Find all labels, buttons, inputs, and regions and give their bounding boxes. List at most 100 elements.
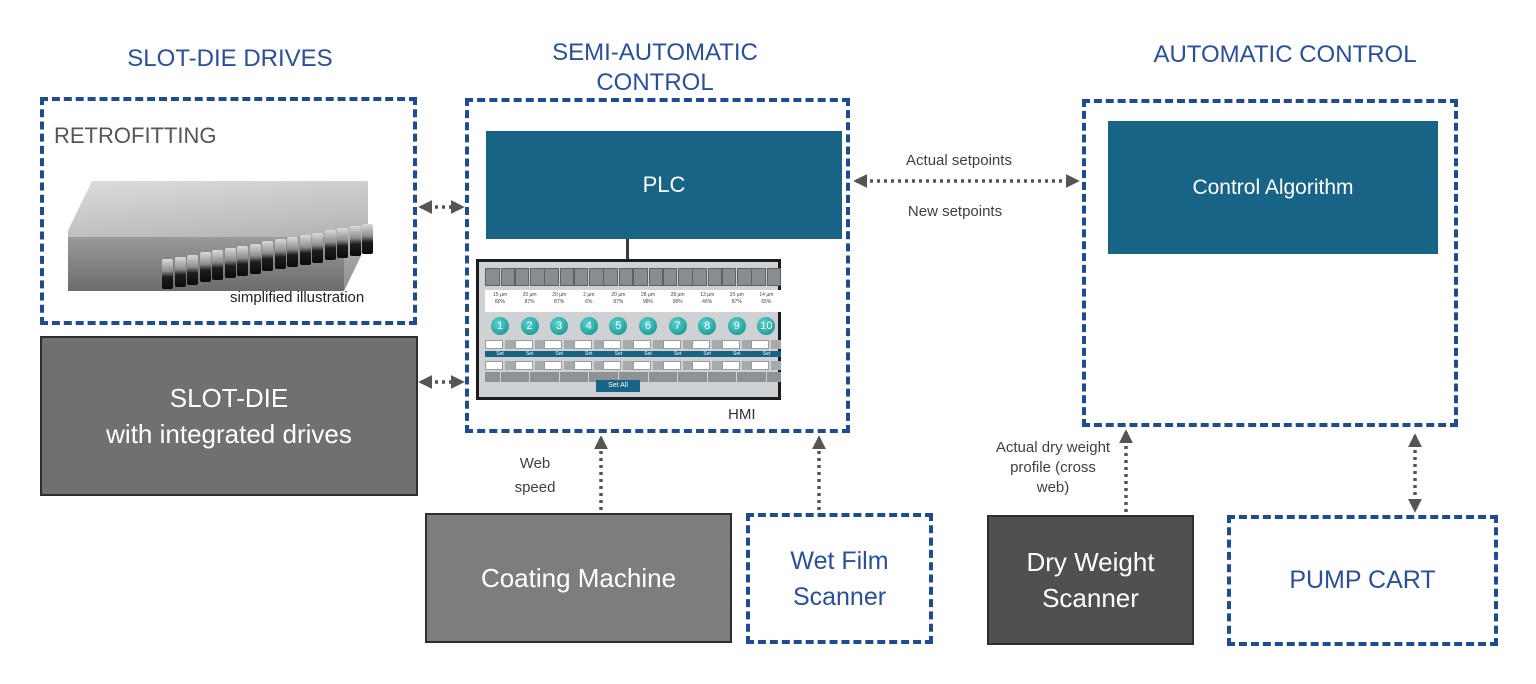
set-all-button[interactable]: Set All bbox=[596, 380, 640, 392]
hmi-channel-input[interactable] bbox=[603, 340, 634, 349]
hmi-percent: 87% bbox=[613, 299, 624, 305]
drive-motor bbox=[362, 223, 373, 254]
hmi-channel-input-2[interactable] bbox=[514, 361, 545, 370]
drive-motor bbox=[237, 245, 248, 276]
hmi-channel-input-2[interactable] bbox=[544, 361, 575, 370]
drive-motor bbox=[174, 256, 186, 287]
drive-motor bbox=[299, 234, 311, 265]
hmi-set-button[interactable]: Set bbox=[485, 351, 515, 357]
section-title-line: CONTROL bbox=[596, 69, 714, 96]
hmi-channel-header bbox=[633, 268, 663, 286]
hmi-set-button[interactable]: Set bbox=[633, 351, 663, 357]
hmi-channel-header bbox=[485, 268, 515, 286]
slot-die-line: SLOT-DIE bbox=[169, 383, 289, 413]
hmi-channel-input[interactable] bbox=[544, 340, 575, 349]
slot-die-illustration bbox=[44, 141, 414, 321]
hmi-channel-input-2[interactable] bbox=[573, 361, 604, 370]
hmi-channel-input-2[interactable] bbox=[662, 361, 693, 370]
hmi-channel-input[interactable] bbox=[485, 340, 515, 349]
hmi-channel-number[interactable]: 4 bbox=[579, 317, 598, 335]
control-algorithm-label: Control Algorithm bbox=[1192, 175, 1354, 199]
hmi-channel-header bbox=[603, 268, 634, 286]
hmi-channel-input[interactable] bbox=[514, 340, 545, 349]
hmi-channel-number[interactable]: 10 bbox=[757, 317, 776, 335]
hmi-channel-number[interactable]: 8 bbox=[698, 317, 717, 335]
slot-die-box: SLOT-DIE with integrated drives bbox=[40, 336, 418, 496]
hmi-channel-number[interactable]: 3 bbox=[550, 317, 569, 335]
drive-motor bbox=[324, 230, 336, 261]
hmi-channel-input-2[interactable] bbox=[633, 361, 663, 370]
hmi-thickness: 28 µm bbox=[641, 292, 655, 298]
hmi-set-button[interactable]: Set bbox=[573, 351, 604, 357]
dry-weight-profile-label: Actual dry weight profile (cross web) bbox=[978, 438, 1128, 498]
hmi-channel-input-2[interactable] bbox=[692, 361, 723, 370]
label-line: Web bbox=[519, 455, 551, 472]
hmi-channel-number[interactable]: 2 bbox=[520, 317, 539, 335]
hmi-thickness: 13 µm bbox=[700, 292, 715, 298]
hmi-channel-number[interactable]: 9 bbox=[727, 317, 746, 335]
wet-film-scanner-line: Wet Film bbox=[790, 546, 889, 575]
hmi-percent: 80% bbox=[494, 299, 505, 305]
semi-automatic-control-box bbox=[465, 98, 850, 433]
hmi-channel-footer bbox=[603, 372, 634, 382]
hmi-set-button[interactable]: Set bbox=[721, 351, 752, 357]
dry-weight-scanner-line: Dry Weight bbox=[1026, 547, 1155, 577]
hmi-channel-header bbox=[751, 268, 782, 286]
web-speed-label: Web speed bbox=[505, 454, 565, 498]
hmi-channel-footer bbox=[662, 372, 693, 382]
hmi-set-button[interactable]: Set bbox=[751, 351, 782, 357]
hmi-channel-number[interactable]: 5 bbox=[609, 317, 628, 335]
hmi-channel-footer bbox=[514, 372, 545, 382]
hmi-channel-input[interactable] bbox=[751, 340, 782, 349]
section-title-semi-automatic-control: SEMI-AUTOMATIC CONTROL bbox=[520, 38, 790, 98]
hmi-set-button[interactable]: Set bbox=[603, 351, 634, 357]
hmi-channel-input[interactable] bbox=[721, 340, 752, 349]
hmi-percent: 98% bbox=[642, 299, 653, 305]
label-line: profile (cross bbox=[1010, 459, 1096, 476]
hmi-set-button[interactable]: Set bbox=[544, 351, 575, 357]
hmi-channel-number[interactable]: 6 bbox=[639, 317, 657, 335]
hmi-set-button[interactable]: Set bbox=[662, 351, 693, 357]
hmi-channel-input-2[interactable] bbox=[603, 361, 634, 370]
drive-motor bbox=[199, 252, 211, 283]
drive-motor bbox=[287, 237, 298, 267]
drive-motor bbox=[337, 228, 348, 259]
automatic-control-box bbox=[1082, 99, 1458, 427]
hmi-channel-input[interactable] bbox=[662, 340, 693, 349]
hmi-channel-input-2[interactable] bbox=[721, 361, 752, 370]
drive-motor bbox=[162, 259, 173, 289]
hmi-channel-footer bbox=[633, 372, 663, 382]
hmi-channel-input[interactable] bbox=[573, 340, 604, 349]
hmi-channel-input-2[interactable] bbox=[751, 361, 782, 370]
hmi-channel-footer bbox=[721, 372, 752, 382]
hmi-set-button[interactable]: Set bbox=[692, 351, 723, 357]
hmi-channel-number[interactable]: 7 bbox=[668, 317, 687, 335]
hmi-channel-input[interactable] bbox=[633, 340, 663, 349]
plc-label: PLC bbox=[642, 172, 686, 197]
wet-film-scanner-line: Scanner bbox=[792, 582, 887, 611]
section-title-automatic-control: AUTOMATIC CONTROL bbox=[1153, 41, 1417, 68]
hmi-channel-header bbox=[514, 268, 545, 286]
new-setpoints-label: New setpoints bbox=[907, 203, 1003, 220]
hmi-set-button[interactable]: Set bbox=[514, 351, 545, 357]
hmi-thickness: 14 µm bbox=[759, 292, 774, 298]
hmi-thickness: 15 µm bbox=[493, 292, 507, 298]
hmi-channel-input-2[interactable] bbox=[485, 361, 515, 370]
hmi-channel-number[interactable]: 1 bbox=[491, 317, 509, 335]
hmi-channel-footer bbox=[573, 372, 604, 382]
hmi-channel-input[interactable] bbox=[692, 340, 723, 349]
hmi-percent: 6% bbox=[585, 299, 593, 305]
hmi-channel-header bbox=[573, 268, 604, 286]
hmi-percent: 87% bbox=[554, 299, 565, 305]
drive-motor bbox=[249, 243, 261, 274]
section-title-slot-die-drives: SLOT-DIE DRIVES bbox=[127, 45, 333, 72]
hmi-channel-header bbox=[721, 268, 752, 286]
plc-hmi-connector bbox=[626, 239, 629, 260]
